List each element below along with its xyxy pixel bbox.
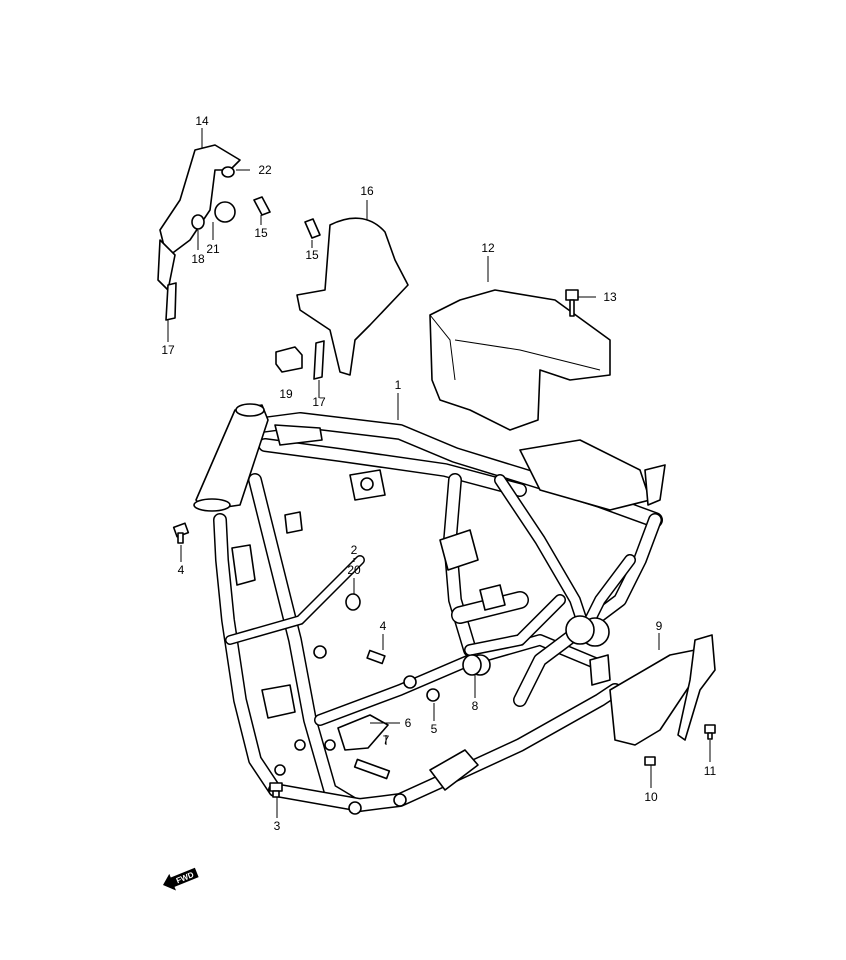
bolt-part-10 bbox=[644, 756, 656, 766]
callout-19: 19 bbox=[279, 387, 293, 401]
bolt-part-13 bbox=[565, 289, 579, 317]
callout-labels: 1 2 3 4 4 5 6 7 8 9 10 11 12 13 14 15 15… bbox=[161, 114, 716, 833]
bracket-plate-part-6 bbox=[337, 714, 389, 751]
callout-14: 14 bbox=[195, 114, 209, 128]
callout-6: 6 bbox=[405, 716, 412, 730]
callout-21: 21 bbox=[206, 242, 220, 256]
callout-7: 7 bbox=[383, 733, 390, 747]
fwd-label: FWD bbox=[175, 870, 195, 885]
cushion-part-15-lower bbox=[304, 218, 321, 239]
bolt-part-4-lower bbox=[366, 649, 386, 665]
callout-10: 10 bbox=[644, 790, 658, 804]
bracket-lower-right bbox=[589, 654, 611, 686]
frame-part-1 bbox=[193, 403, 666, 815]
steering-head bbox=[195, 404, 269, 511]
bolt-part-7 bbox=[353, 758, 391, 780]
gusset-upper bbox=[274, 424, 323, 446]
bracket-front-plate bbox=[261, 684, 296, 719]
callout-20: 20 bbox=[347, 563, 361, 577]
callout-17-right: 17 bbox=[312, 395, 326, 409]
bracket-foot-peg bbox=[429, 749, 479, 791]
callout-9: 9 bbox=[656, 619, 663, 633]
callout-13: 13 bbox=[603, 290, 617, 304]
spacer-part-18 bbox=[191, 214, 205, 230]
battery-box-part-12 bbox=[429, 289, 611, 431]
callout-1: 1 bbox=[395, 378, 402, 392]
bolt-part-4-upper bbox=[172, 522, 190, 544]
callout-12: 12 bbox=[481, 241, 495, 255]
callout-4-upper: 4 bbox=[178, 563, 185, 577]
grommet-part-22 bbox=[221, 166, 235, 178]
cushion-part-15-upper bbox=[253, 196, 271, 216]
grommet-part-21 bbox=[214, 201, 236, 223]
forward-arrow-icon: FWD bbox=[163, 867, 199, 891]
plug-part-20 bbox=[345, 593, 361, 611]
gusset-rear-top bbox=[519, 439, 651, 511]
bolt-part-3 bbox=[269, 782, 283, 798]
cushion-part-17-left bbox=[165, 282, 177, 321]
side-cover-part-14 bbox=[159, 144, 241, 256]
spacer-part-8 bbox=[462, 654, 482, 676]
bolt-part-11 bbox=[704, 724, 716, 740]
callout-16: 16 bbox=[360, 184, 374, 198]
bracket-engine-front bbox=[231, 544, 256, 586]
callout-15-lower: 15 bbox=[305, 248, 319, 262]
callout-17-left: 17 bbox=[161, 343, 175, 357]
cover-part-16 bbox=[296, 217, 409, 376]
bracket-mid-plate2 bbox=[479, 584, 506, 611]
callout-3: 3 bbox=[274, 819, 281, 833]
callout-4-lower: 4 bbox=[380, 619, 387, 633]
bracket-mid-plate bbox=[439, 529, 479, 571]
callout-18: 18 bbox=[191, 252, 205, 266]
callout-15-upper: 15 bbox=[254, 226, 268, 240]
callout-8: 8 bbox=[472, 699, 479, 713]
bracket-seat bbox=[284, 511, 303, 534]
clamp-part-19 bbox=[275, 346, 303, 373]
bracket-rear-right bbox=[644, 464, 666, 506]
callout-5: 5 bbox=[431, 722, 438, 736]
cushion-part-17-right bbox=[313, 340, 325, 380]
nut-part-5 bbox=[426, 688, 440, 702]
callout-11: 11 bbox=[704, 764, 717, 778]
leader-lines bbox=[167, 128, 711, 818]
callout-22: 22 bbox=[258, 163, 272, 177]
callout-2: 2 bbox=[351, 543, 358, 557]
